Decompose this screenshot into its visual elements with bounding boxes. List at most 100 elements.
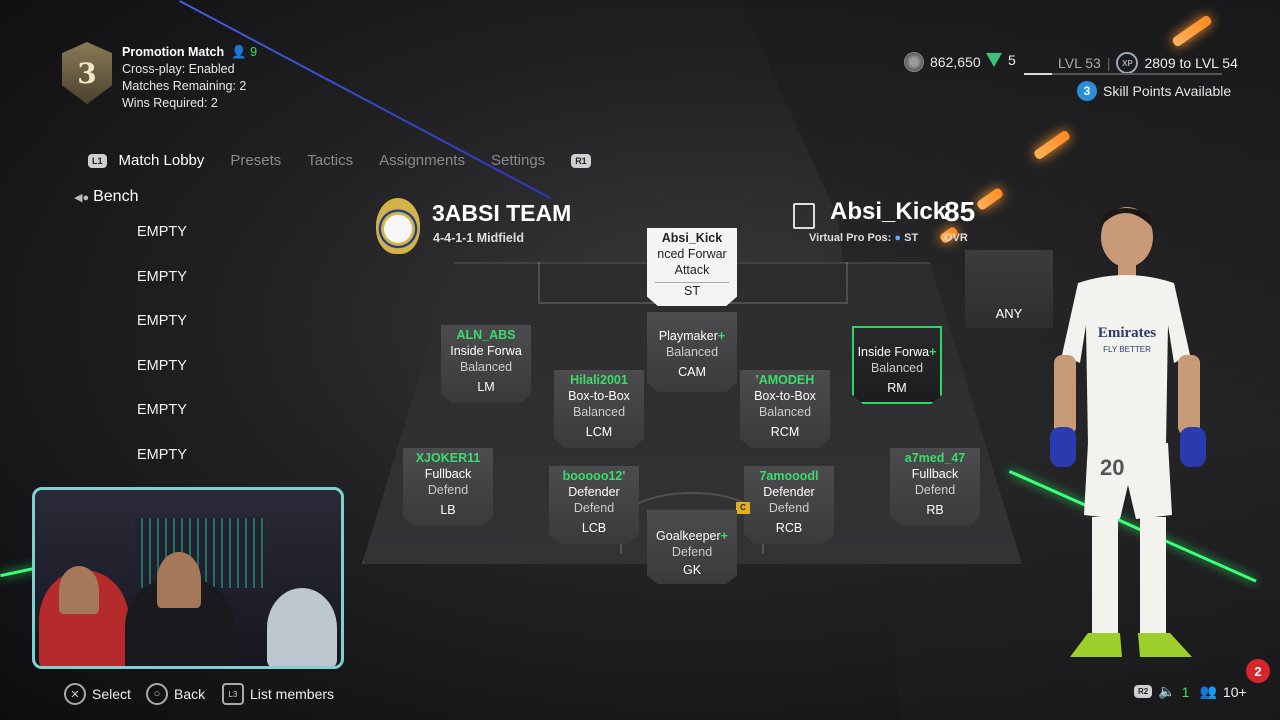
streamer-person [267,588,337,666]
tab-presets[interactable]: Presets [230,152,282,169]
position-card-rcm[interactable]: 'AMODEH Box-to-Box Balanced RCM [740,370,830,448]
select-hint[interactable]: ✕ Select [64,683,131,705]
kit-number: 20 [1100,455,1124,480]
party-count: 9 [250,45,258,59]
speaker-icon: 🔈 [1158,683,1176,699]
coins-display: 862,650 [904,52,981,72]
bench-slot[interactable]: EMPTY [137,269,187,285]
lobby-tabs: L1 Match Lobby Presets Tactics Assignmen… [88,152,591,169]
streamer-face [59,566,99,614]
crossplay-status: Cross-play: Enabled [122,62,235,76]
coins-value: 862,650 [930,54,981,70]
player-role: Box-to-Box [754,389,816,403]
skill-points-label: Skill Points Available [1103,83,1232,99]
player-name: Absi_Kick [661,231,723,245]
selected-player-name: Absi_Kick [830,198,947,225]
people-icon: 👥 [1199,683,1217,699]
members-count: 10+ [1222,683,1247,700]
formation-label: 4-4-1-1 Midfield [433,231,524,245]
r2-button-icon: R2 [1134,685,1153,698]
plus-icon: + [717,329,726,343]
position-label: RCB [775,521,803,535]
bench-header[interactable]: ◀● Bench [74,188,138,206]
left-stick-icon: ◀● [74,191,90,204]
l1-button-icon: L1 [88,153,107,168]
plus-icon: + [929,345,937,359]
player-style: Defend [573,501,615,515]
position-label: LCM [585,425,613,439]
plus-icon: + [720,529,728,543]
player-name: 'AMODEH [755,373,815,387]
player-role: Defender [568,485,620,499]
player-role: Defender [763,485,815,499]
position-label: RCM [770,425,800,439]
player-style: Balanced [870,361,924,375]
tab-settings[interactable]: Settings [490,152,546,169]
position-card-rm[interactable]: Inside Forwa+ Balanced RM [852,326,942,404]
player-name: booooo12' [562,469,626,483]
cross-button-icon: ✕ [64,683,86,705]
player-name: 7amooodl [759,469,819,483]
skill-points-count: 3 [1077,81,1097,101]
coin-icon [904,52,924,72]
player-role: Goalkeeper [656,529,721,543]
player-role: Box-to-Box [568,389,630,403]
back-hint[interactable]: ○ Back [146,683,205,705]
bench-slot[interactable]: EMPTY [137,358,187,374]
position-card-gk[interactable]: Goalkeeper+ Defend GK [647,510,737,584]
position-label: LCB [581,521,607,535]
player-role: Fullback [424,467,472,481]
level-display: LVL 53 | XP 2809 to LVL 54 [1058,52,1238,74]
player-style: Balanced [572,405,626,419]
position-card-lcm[interactable]: Hilali2001 Box-to-Box Balanced LCM [554,370,644,448]
wins-required: Wins Required: 2 [122,96,218,110]
player-name: ALN_ABS [456,328,516,342]
player-style: Attack [674,263,710,277]
gem-icon [986,53,1002,67]
position-label: ST [655,282,729,299]
position-card-lm[interactable]: ALN_ABS Inside Forwa Balanced LM [441,325,531,403]
tab-assignments[interactable]: Assignments [379,152,465,169]
r1-button-icon: R1 [571,153,591,168]
any-position-slot[interactable]: ANY [965,250,1053,328]
kit-sponsor: Emirates [1098,325,1156,341]
bench-slot[interactable]: EMPTY [137,447,187,463]
position-label: RM [887,381,907,395]
bench-slot[interactable]: EMPTY [137,313,187,329]
division-badge: 3 [62,42,112,104]
player-role: Fullback [911,467,959,481]
position-card-rb[interactable]: a7med_47 Fullback Defend RB [890,448,980,526]
player-role: Inside Forwa [450,344,522,358]
list-members-hint[interactable]: L3 List members [222,683,334,705]
position-card-cam[interactable]: Playmaker+ Balanced CAM [647,312,737,392]
voice-status: R2 🔈 1 👥 10+ [1134,683,1247,700]
xp-to-next: 2809 to LVL 54 [1144,55,1238,71]
skill-points[interactable]: 3 Skill Points Available [1077,81,1231,101]
monitor-icon [793,203,815,229]
player-style: Balanced [459,360,513,374]
xp-progress-bar [1024,73,1222,75]
tab-tactics[interactable]: Tactics [307,152,354,169]
position-card-lb[interactable]: XJOKER11 Fullback Defend LB [403,448,493,526]
position-card-rcb[interactable]: 7amooodl Defender Defend RCB [744,466,834,544]
position-card-st[interactable]: Absi_Kick nced Forwar Attack ST [647,228,737,306]
level-value: LVL 53 [1058,55,1101,71]
team-name: 3ABSI TEAM [432,200,572,226]
select-label: Select [92,686,131,702]
notification-badge[interactable]: 2 [1246,659,1270,683]
tab-match-lobby[interactable]: Match Lobby [118,152,205,169]
club-crest [376,198,420,254]
bench-slot[interactable]: EMPTY [137,224,187,240]
player-role: Inside Forwa [857,345,930,359]
player-name: Hilali2001 [570,373,628,387]
overall-rating: 85 [944,196,976,227]
captain-badge: C [736,502,750,514]
l3-button-icon: L3 [222,683,244,705]
overall-label: OVR [944,232,968,244]
position-card-lcb[interactable]: booooo12' Defender Defend LCB [549,466,639,544]
player-role: Playmaker [658,329,718,343]
back-label: Back [174,686,206,702]
player-style: Defend [768,501,810,515]
bench-slot[interactable]: EMPTY [137,402,187,418]
matches-remaining: Matches Remaining: 2 [122,79,247,93]
